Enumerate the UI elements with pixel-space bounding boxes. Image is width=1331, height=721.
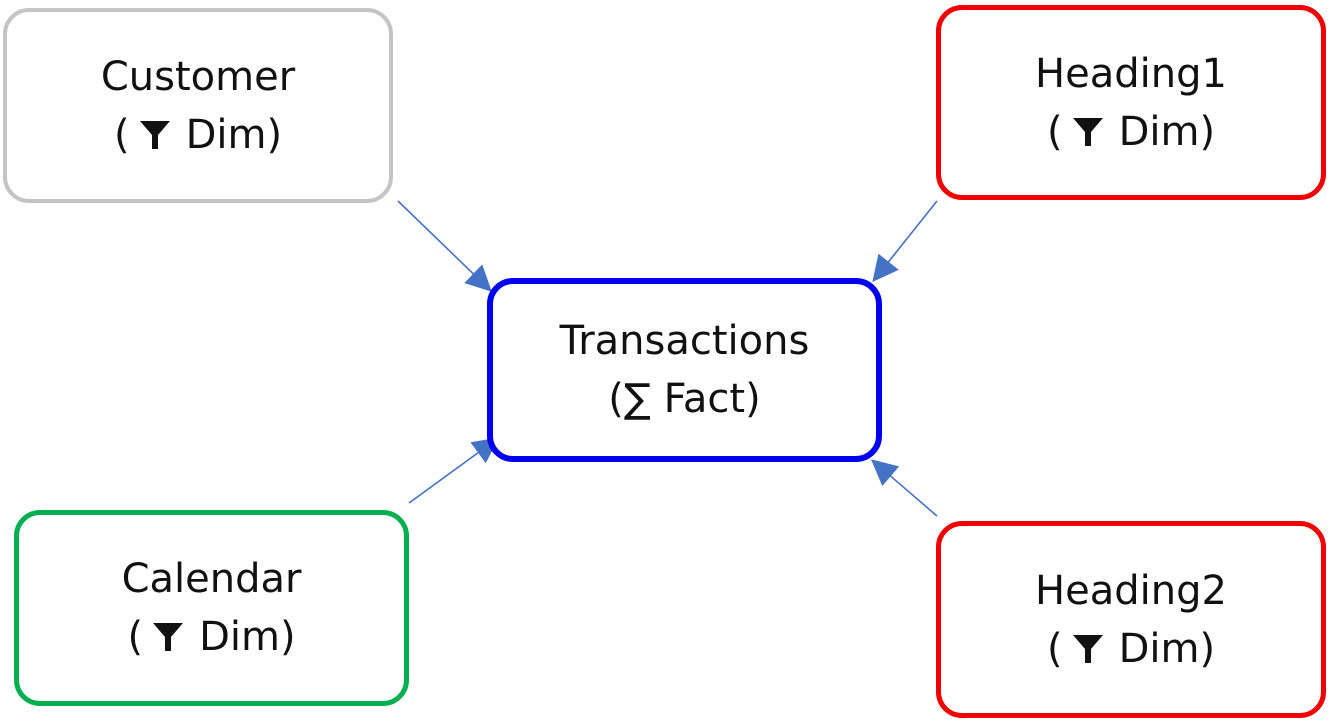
customer-role: ( Dim) xyxy=(114,106,282,164)
funnel-icon xyxy=(138,118,172,152)
funnel-icon xyxy=(1071,632,1105,666)
heading1-title: Heading1 xyxy=(1035,50,1227,97)
funnel-icon xyxy=(151,620,185,654)
heading1-dimension-box[interactable]: Heading1 ( Dim) xyxy=(936,5,1326,200)
transactions-fact-box[interactable]: Transactions (∑ Fact) xyxy=(487,278,882,462)
arrow-heading1-to-transactions xyxy=(872,200,938,283)
heading2-title: Heading2 xyxy=(1035,567,1227,614)
heading1-role-label: Dim) xyxy=(1118,108,1216,155)
heading1-role: ( Dim) xyxy=(1047,103,1215,161)
calendar-role: ( Dim) xyxy=(127,608,295,666)
calendar-dimension-box[interactable]: Calendar ( Dim) xyxy=(14,510,409,706)
heading2-role: ( Dim) xyxy=(1047,620,1215,678)
open-paren: ( xyxy=(127,614,144,660)
customer-role-label: Dim) xyxy=(185,111,283,158)
open-paren: ( xyxy=(113,111,130,158)
open-paren: ( xyxy=(1046,625,1063,672)
transactions-title: Transactions xyxy=(559,318,810,364)
transactions-role: (∑ Fact) xyxy=(608,376,761,422)
customer-title: Customer xyxy=(100,53,296,100)
funnel-icon xyxy=(1071,115,1105,149)
heading2-role-label: Dim) xyxy=(1118,625,1216,672)
calendar-title: Calendar xyxy=(121,556,302,602)
arrow-calendar-to-transactions xyxy=(408,437,500,504)
calendar-role-label: Dim) xyxy=(199,614,296,660)
arrow-customer-to-transactions xyxy=(397,200,492,292)
customer-dimension-box[interactable]: Customer ( Dim) xyxy=(3,8,393,203)
heading2-dimension-box[interactable]: Heading2 ( Dim) xyxy=(936,521,1326,718)
open-paren: ( xyxy=(1046,108,1063,155)
arrow-heading2-to-transactions xyxy=(871,459,938,517)
